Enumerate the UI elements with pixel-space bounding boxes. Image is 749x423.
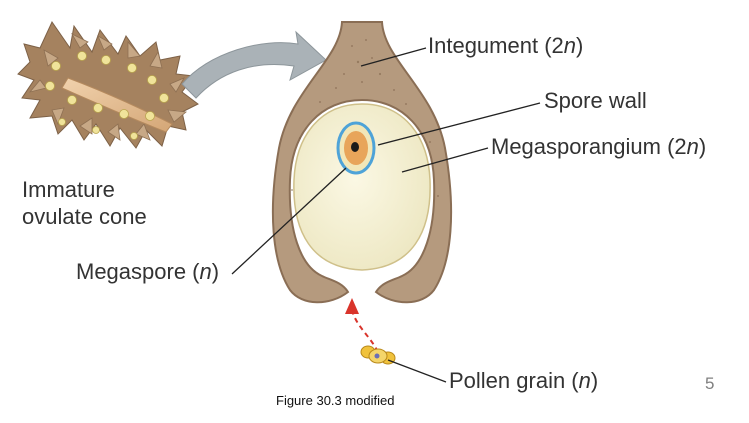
figure-caption: Figure 30.3 modified <box>276 393 395 408</box>
integument-layer <box>271 21 453 304</box>
zoom-arrow <box>181 30 327 99</box>
ovulate-cone <box>17 20 199 149</box>
megasporangium <box>293 103 431 271</box>
ovule <box>271 21 453 304</box>
label-pollen-grain: Pollen grain (n) <box>449 368 599 393</box>
megaspore-nucleus <box>351 142 359 152</box>
integument-texture <box>291 39 439 197</box>
pollen-path <box>345 298 379 353</box>
label-cone-line2: ovulate cone <box>22 204 147 229</box>
leader-lines <box>231 47 541 383</box>
label-megasporangium: Megasporangium (2n) <box>491 134 707 159</box>
label-cone-line1: Immature <box>22 177 115 202</box>
label-spore-wall: Spore wall <box>544 88 647 113</box>
label-megaspore: Megaspore (n) <box>76 259 220 284</box>
slide-number: 5 <box>705 374 715 393</box>
label-integument: Integument (2n) <box>428 33 584 58</box>
pollen-arrowhead <box>345 298 359 314</box>
